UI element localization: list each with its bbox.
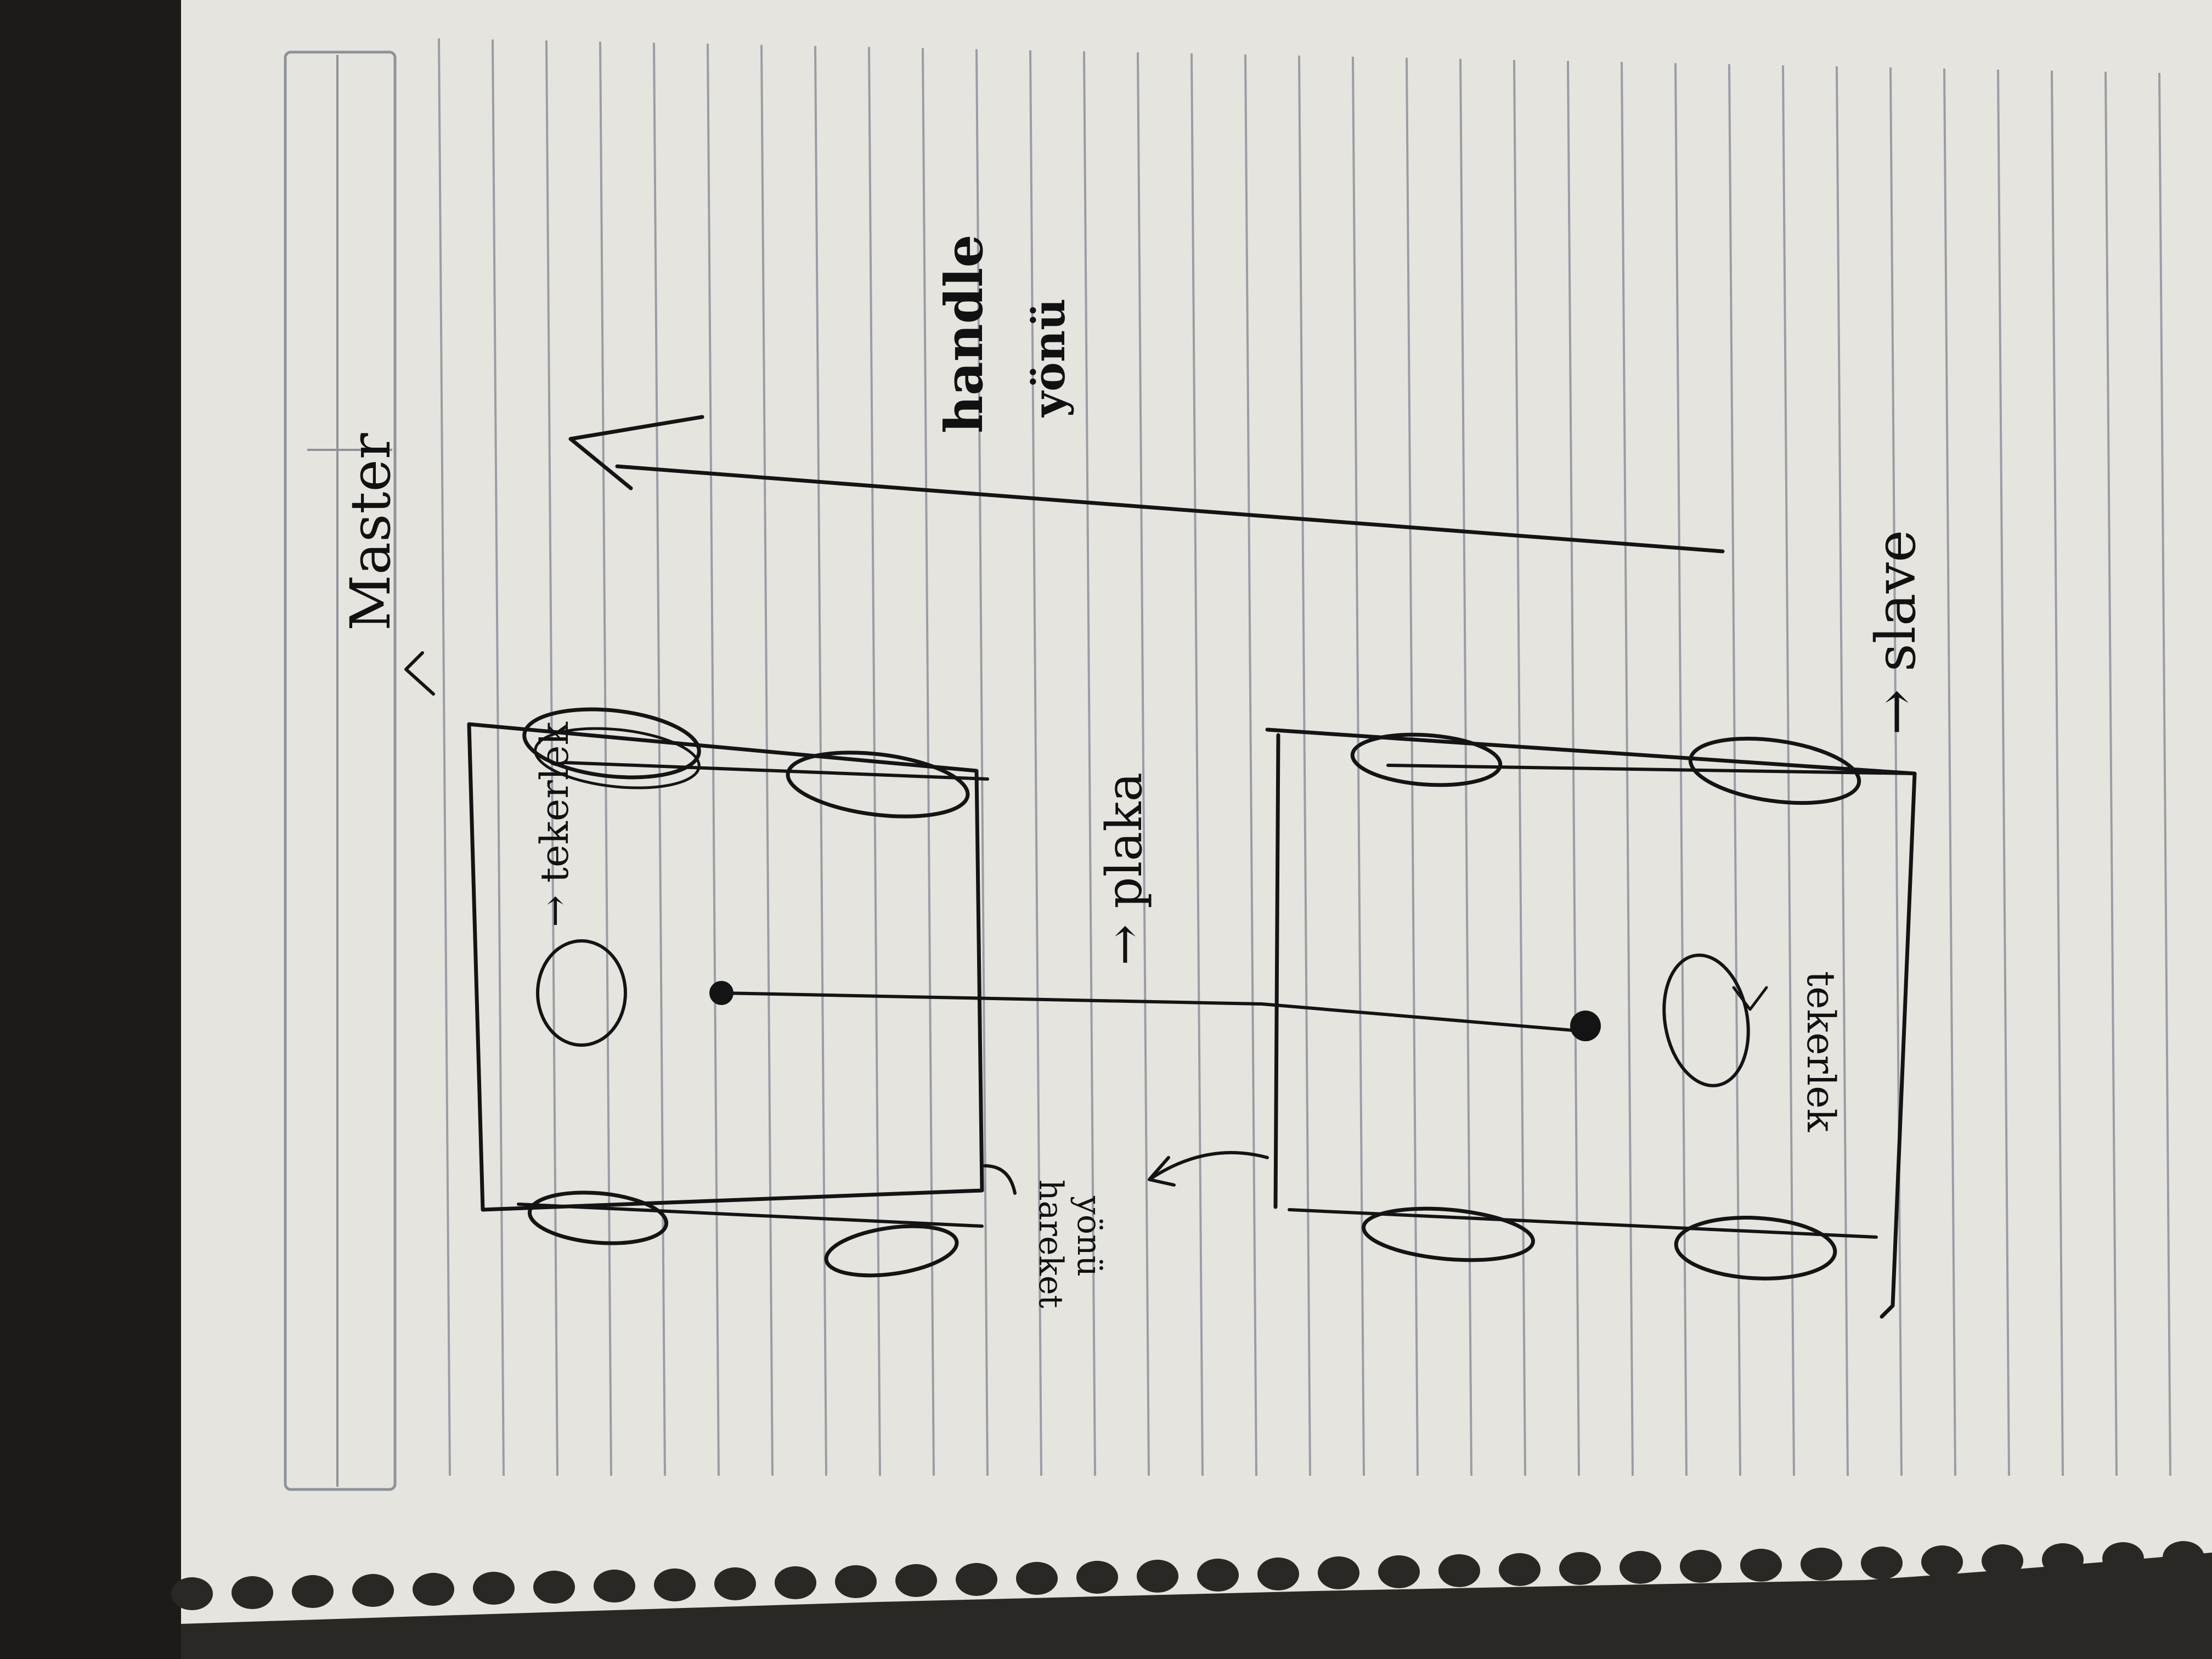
perforation-hole — [533, 1571, 575, 1604]
perforation-hole — [1740, 1549, 1782, 1582]
ruled-line — [492, 39, 505, 1476]
slave-wheel-bottom-right — [1674, 1216, 1837, 1280]
master-disk — [536, 939, 627, 1047]
ruled-line — [1997, 69, 2010, 1476]
label-wheel-bottom: tekerlek — [1798, 971, 1843, 1132]
perforation-hole — [835, 1565, 877, 1598]
perforation-hole — [956, 1563, 997, 1596]
ruled-line — [1298, 55, 1311, 1476]
slave-axle-top — [1386, 764, 1916, 775]
perforation-hole — [1076, 1561, 1118, 1594]
perforation-hole — [413, 1573, 454, 1606]
perforation-hole — [1982, 1544, 2023, 1577]
perforation-hole — [1680, 1550, 1722, 1583]
torn-edge — [171, 1541, 2204, 1610]
label-handle-sub: yönü — [1023, 298, 1075, 418]
ruled-line — [1244, 54, 1257, 1476]
label-plate: → plaka — [1096, 772, 1153, 966]
master-axle-bottom — [517, 1203, 984, 1228]
master-anchor — [709, 981, 733, 1005]
header-box — [284, 50, 397, 1491]
perforation-hole — [1197, 1559, 1239, 1592]
sketch — [404, 415, 1917, 1319]
ruled-line — [1190, 53, 1204, 1476]
slave-disk-arrow — [1732, 986, 1768, 1011]
slave-anchor — [1570, 1011, 1601, 1041]
perforation-hole — [1620, 1551, 1661, 1584]
master-wheel-bottom-right — [824, 1224, 959, 1278]
ruled-line — [1029, 50, 1042, 1476]
perforation-hole — [1801, 1548, 1842, 1581]
perforation-hole — [473, 1572, 515, 1605]
ruled-line — [1083, 51, 1096, 1476]
master-wheel-top-left-inner — [534, 727, 701, 789]
ruled-line — [2051, 70, 2064, 1476]
perforation-hole — [895, 1564, 937, 1597]
ruled-line — [653, 42, 666, 1476]
ruled-line — [922, 48, 935, 1476]
master-wheel-top-right — [786, 751, 970, 819]
ruled-line — [814, 46, 827, 1476]
perforation-hole — [594, 1570, 635, 1602]
perforation-hole — [1921, 1545, 1963, 1578]
ruled-line — [1943, 68, 1956, 1476]
perforation-hole — [1378, 1555, 1420, 1588]
perforation-hole — [2042, 1543, 2084, 1576]
perforation-hole — [775, 1566, 816, 1599]
table-edge — [0, 0, 181, 1659]
slave-platform — [1265, 727, 1917, 1319]
perforation-hole — [1861, 1547, 1903, 1579]
perforation-hole — [232, 1576, 273, 1609]
perforation-hole — [1257, 1558, 1299, 1590]
perforation-hole — [714, 1567, 756, 1600]
perforation-hole — [1559, 1552, 1601, 1585]
ruled-line — [1137, 52, 1150, 1476]
ruled-line — [707, 43, 720, 1476]
ruled-line — [2104, 71, 2118, 1476]
bottom-arrow — [1148, 1151, 1269, 1187]
perforation-hole — [1016, 1562, 1058, 1595]
ruled-line — [760, 44, 774, 1476]
ruled-lines — [438, 38, 2171, 1476]
label-note-left-sub: yönü — [1070, 1195, 1108, 1277]
perforation-hole — [654, 1568, 696, 1601]
label-handle: handle — [934, 234, 995, 433]
perforation-hole — [2163, 1541, 2204, 1574]
master-wheel-top-left — [522, 707, 701, 780]
ruled-line — [975, 49, 989, 1476]
ruled-line — [2158, 72, 2171, 1476]
link-cable — [720, 991, 1587, 1033]
master-pointer — [404, 651, 435, 696]
perforation-hole — [1438, 1554, 1480, 1587]
slave-wheel-bottom-left — [1362, 1206, 1535, 1262]
master-axle-top — [563, 761, 989, 781]
perforation-hole — [352, 1574, 394, 1607]
ruled-line — [545, 40, 558, 1476]
ruled-line — [599, 41, 612, 1476]
slave-wheel-top-right — [1688, 736, 1861, 805]
master-wheel-bottom-left — [527, 1190, 669, 1245]
master-platform — [467, 722, 984, 1212]
slave-wheel-top-left — [1350, 732, 1503, 787]
slave-disk — [1662, 953, 1750, 1087]
direction-arrow — [568, 415, 1725, 554]
perforation-hole — [292, 1575, 334, 1608]
perforation-hole — [1318, 1556, 1359, 1589]
label-wheel-top: → tekerlek — [532, 721, 577, 927]
perforation-hole — [1137, 1560, 1178, 1593]
perforation-hole — [2102, 1542, 2144, 1575]
label-master: Master — [338, 433, 403, 631]
ruled-line — [438, 38, 451, 1476]
perforation-hole — [171, 1577, 213, 1610]
hook-arrow — [983, 1164, 1017, 1195]
label-note-left: hareket — [1031, 1180, 1070, 1308]
perforation-hole — [1499, 1553, 1541, 1586]
label-slave: → slave — [1864, 530, 1928, 735]
